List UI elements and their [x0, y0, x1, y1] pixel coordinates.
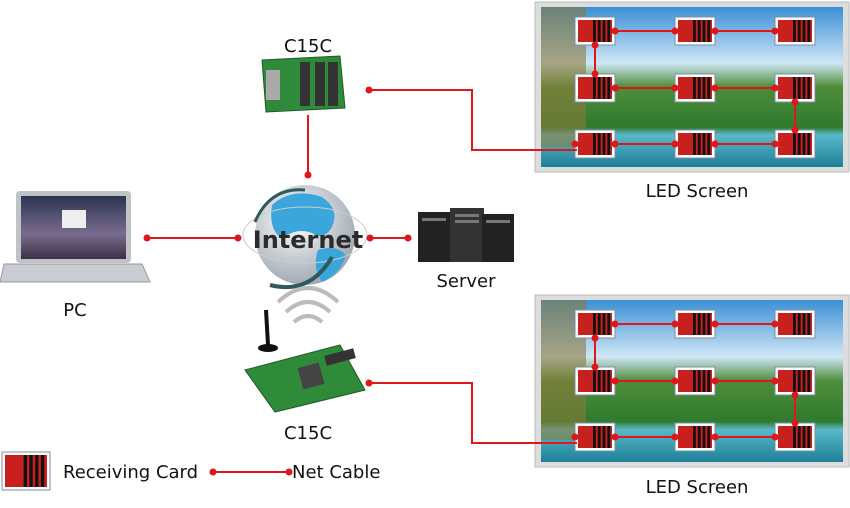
receiving-card [774, 16, 816, 46]
receiving-card [574, 366, 616, 396]
legend-receiving-card-label: Receiving Card [63, 462, 198, 483]
cable-joint [571, 433, 579, 441]
cable-joint [711, 377, 719, 385]
cable-joint [711, 320, 719, 328]
laptop-pc [0, 191, 151, 283]
cable-joint [771, 84, 779, 92]
cable-joint [591, 70, 599, 78]
receiving-card [774, 366, 816, 396]
controller-board-top [261, 55, 346, 113]
cable-joint [711, 27, 719, 35]
internet-globe: Internet [242, 185, 368, 290]
cable-joint [404, 234, 412, 242]
cable-joint [591, 334, 599, 342]
cable-joint [771, 433, 779, 441]
cable-joint [234, 234, 242, 242]
receiving-card [574, 309, 616, 339]
receiving-card [674, 73, 716, 103]
receiving-card [574, 129, 616, 159]
receiving-card [774, 73, 816, 103]
net-cables [147, 89, 577, 473]
cable-joint [365, 379, 373, 387]
cable-joint [791, 98, 799, 106]
cable-joint [571, 140, 579, 148]
cable-joint [771, 377, 779, 385]
receiving-card [774, 309, 816, 339]
receiving-card [674, 309, 716, 339]
cable-joint [791, 126, 799, 134]
server-label: Server [436, 271, 496, 292]
legend-receiving-card-icon [1, 451, 51, 491]
receiving-card [674, 366, 716, 396]
cable-joint [671, 433, 679, 441]
cable-joint [611, 27, 619, 35]
receiving-card [674, 129, 716, 159]
cable-joint [366, 234, 374, 242]
cable-joint [771, 27, 779, 35]
cable-joint [304, 171, 312, 179]
cable-joint [591, 41, 599, 49]
cable-joint [611, 84, 619, 92]
cable-joint [591, 363, 599, 371]
receiving-card [774, 422, 816, 452]
cable-joint [611, 140, 619, 148]
cable-joint [711, 140, 719, 148]
cable-joint [671, 140, 679, 148]
led-screen-label: LED Screen [646, 181, 749, 202]
cable-joint [671, 320, 679, 328]
cable-joint [365, 86, 373, 94]
cable-joint [791, 419, 799, 427]
cable-joint [771, 320, 779, 328]
receiving-card [574, 422, 616, 452]
pc-label: PC [63, 300, 86, 321]
legend-net-cable-label: Net Cable [292, 462, 380, 483]
receiving-card [574, 73, 616, 103]
cable-joint [791, 391, 799, 399]
cable-joint [143, 234, 151, 242]
receiving-card [674, 422, 716, 452]
controller-label: C15C [284, 36, 332, 57]
internet-label: Internet [253, 226, 363, 254]
controller-board-bottom [244, 309, 366, 413]
cable-joint [671, 84, 679, 92]
cable-joint [671, 27, 679, 35]
cable-joint [771, 140, 779, 148]
wifi-icon [276, 286, 340, 324]
receiving-card [774, 129, 816, 159]
receiving-card [574, 16, 616, 46]
cable-joint [611, 320, 619, 328]
cable-joint [711, 84, 719, 92]
cable-joint [285, 468, 293, 476]
cable-joint [711, 433, 719, 441]
led-screen-label: LED Screen [646, 477, 749, 498]
receiving-card [674, 16, 716, 46]
cable-joint [611, 377, 619, 385]
server [418, 208, 514, 262]
cable-joint [671, 377, 679, 385]
cable-joint [209, 468, 217, 476]
cable-joint [611, 433, 619, 441]
receiving-card [1, 451, 51, 491]
controller-label: C15C [284, 423, 332, 444]
